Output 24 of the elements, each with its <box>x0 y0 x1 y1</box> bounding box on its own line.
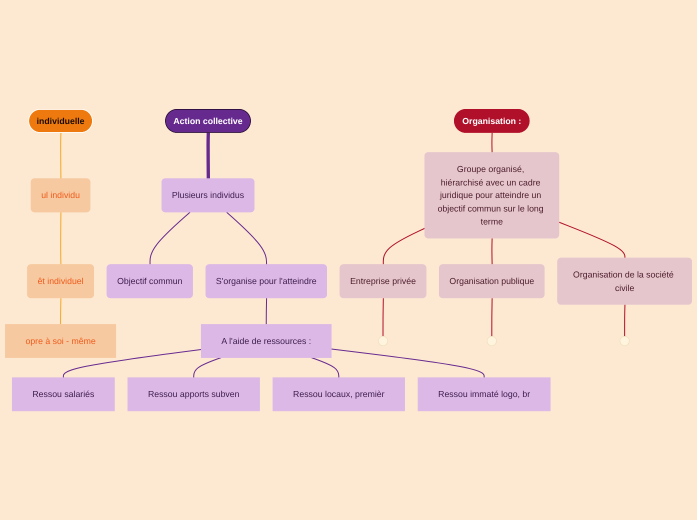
connector <box>60 132 62 179</box>
connector <box>311 357 340 378</box>
connector <box>60 212 62 265</box>
connector <box>193 357 222 378</box>
node-box: Ressou apports subven <box>128 377 260 412</box>
node-box: Ressou locaux, premièr <box>272 377 405 412</box>
node-box: opre à soi - même <box>5 324 116 358</box>
connector <box>624 304 626 336</box>
connector <box>331 348 485 378</box>
connector <box>62 348 202 378</box>
connector <box>558 222 626 258</box>
connector <box>491 238 493 265</box>
connector <box>266 298 268 324</box>
connector <box>382 228 426 265</box>
connector <box>150 212 190 265</box>
connector <box>491 298 493 336</box>
connector <box>491 132 493 153</box>
node-box: Ressou immaté logo, br <box>418 377 551 412</box>
connector <box>60 298 62 324</box>
node-box: A l'aide de ressources : <box>200 324 332 358</box>
node-box: Ressou salariés <box>12 377 115 412</box>
connector <box>206 132 210 179</box>
connector <box>226 212 268 265</box>
connector <box>382 298 384 336</box>
